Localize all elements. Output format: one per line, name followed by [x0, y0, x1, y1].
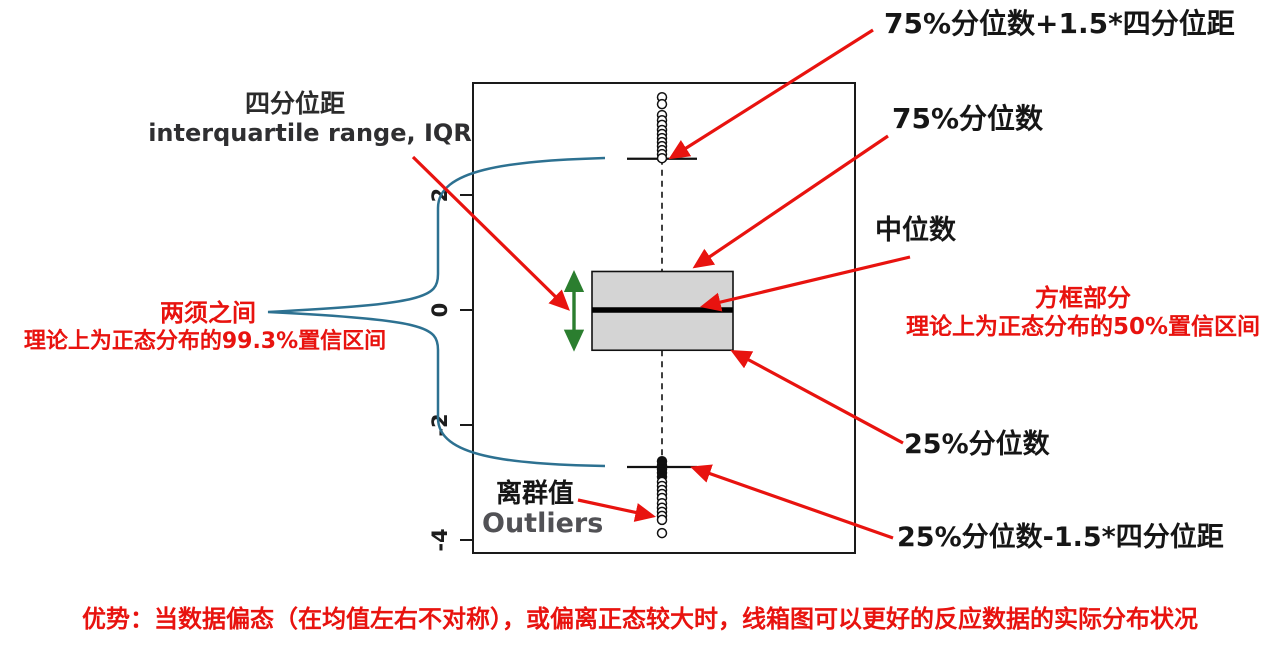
advantage-footer-text: 优势：当数据偏态（在均值左右不对称），或偏离正态较大时，线箱图可以更好的反应数据…	[82, 605, 1198, 633]
median-label: 中位数	[875, 215, 956, 246]
whisker-span-brace	[267, 156, 606, 468]
arrow-q3	[692, 134, 889, 269]
iqr-label-en: interquartile range, IQR	[148, 119, 472, 147]
outlier-point	[656, 527, 668, 539]
outlier-point	[656, 514, 668, 526]
y-axis-tick-label: 0	[428, 303, 452, 318]
y-axis: 20-2-4	[428, 188, 473, 552]
box-part-description: 理论上为正态分布的50%置信区间	[905, 314, 1261, 340]
arrow-q1	[730, 350, 904, 445]
outlier-point	[656, 152, 668, 164]
lower-fence-label: 25%分位数-1.5*四分位距	[897, 522, 1224, 553]
upper-fence-label: 75%分位数+1.5*四分位距	[884, 7, 1235, 40]
q3-label: 75%分位数	[892, 102, 1044, 135]
box-part-label: 方框部分	[1035, 284, 1131, 312]
whiskers-range-label: 两须之间	[160, 299, 256, 327]
y-axis-tick-label: -4	[428, 528, 452, 551]
arrow-lower-fence	[690, 464, 894, 540]
outlier-point	[656, 98, 668, 110]
arrow-median	[699, 255, 911, 312]
outliers-label-zh: 离群值	[496, 479, 575, 509]
iqr-label-zh: 四分位距	[244, 89, 346, 118]
arrow-outliers	[577, 498, 657, 522]
outlier-points	[656, 92, 668, 539]
arrow-iqr	[411, 155, 570, 311]
whiskers-range-description: 理论上为正态分布的99.3%置信区间	[23, 329, 387, 354]
q1-label: 25%分位数	[904, 429, 1050, 460]
arrow-upper-fence	[668, 28, 874, 160]
outliers-label-en: Outliers	[482, 508, 604, 539]
